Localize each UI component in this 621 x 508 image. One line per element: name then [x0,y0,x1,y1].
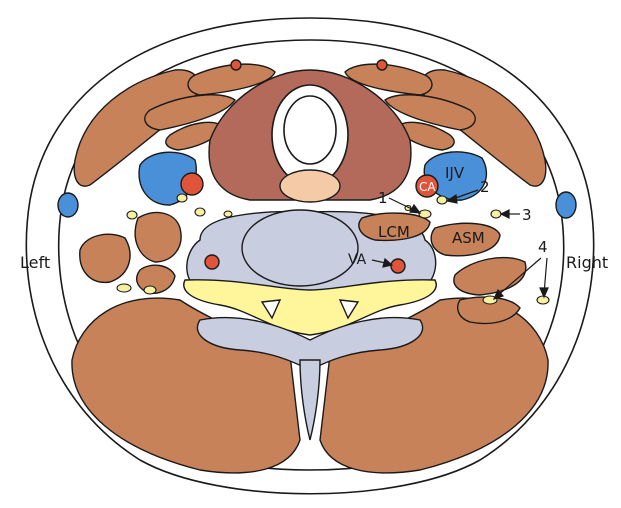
label-right: Right [566,253,608,272]
right-nerve-phrenic [491,210,501,218]
left-anterior-jugular [231,60,241,70]
label-asm: ASM [452,229,485,247]
left-longus-colli [135,213,181,262]
right-nerve-vagus [437,196,447,204]
left-nerve-c [224,211,232,217]
left-nerve-d [117,284,131,292]
left-nerve-vagus [177,194,187,202]
left-nerve-a [127,211,137,219]
label-2: 2 [480,178,490,196]
left-nerve-e [144,286,156,294]
trachea-lumen [284,96,336,164]
label-3: 3 [522,206,532,224]
left-vertebral-artery [205,255,219,269]
right-external-jugular-vein [556,192,576,218]
label-1: 1 [378,189,388,207]
left-scalene-1 [80,234,130,282]
left-carotid-artery [181,173,203,195]
left-external-jugular-vein [58,193,78,217]
right-anterior-jugular [377,60,387,70]
label-ca: CA [419,180,436,194]
vertebral-body [242,210,358,286]
esophagus [280,170,340,202]
label-va: VA [348,252,367,268]
right-nerve-sympathetic [419,210,431,218]
right-vertebral-artery [391,259,405,273]
label-left: Left [20,253,50,272]
label-ijv: IJV [445,164,465,182]
label-lcm: LCM [378,223,410,241]
label-4: 4 [538,238,548,256]
left-nerve-b [195,208,205,216]
right-nerve-brachial-2 [537,296,549,304]
